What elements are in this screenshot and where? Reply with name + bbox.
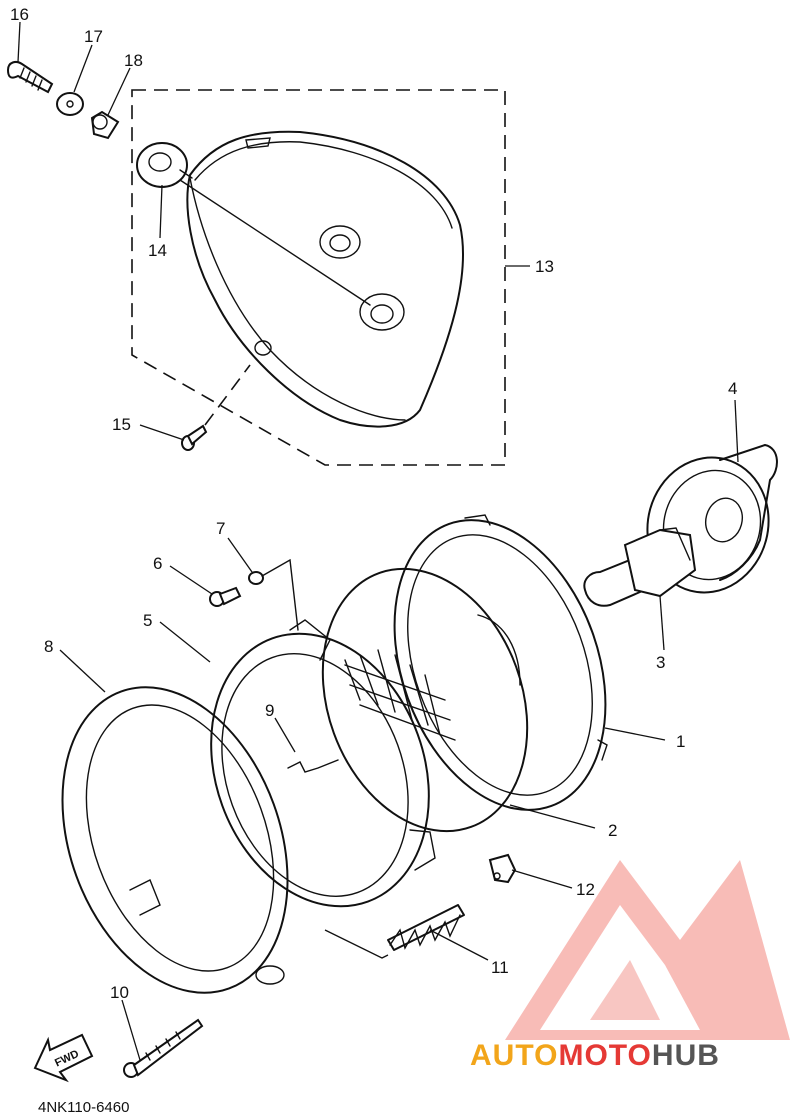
callout-13: 13 [535, 257, 554, 276]
watermark-text: AUTOMOTOHUB [470, 1039, 720, 1072]
watermark-word-auto: AUTO [470, 1039, 558, 1072]
callout-11: 11 [491, 958, 509, 977]
headlight-housing [186, 130, 465, 428]
screw-10 [123, 1018, 204, 1078]
mounting-ring-5 [210, 619, 436, 908]
callout-4: 4 [728, 379, 737, 398]
callout-7: 7 [216, 519, 225, 538]
spring-11 [387, 904, 465, 951]
lens-2 [321, 567, 529, 833]
callout-3: 3 [656, 653, 665, 672]
callout-16: 16 [10, 5, 29, 24]
callout-15: 15 [112, 415, 131, 434]
washer-17 [56, 92, 84, 116]
callout-17: 17 [84, 27, 103, 46]
nut-12 [488, 853, 517, 884]
callout-6: 6 [153, 554, 162, 573]
watermark-word-hub: HUB [652, 1039, 720, 1072]
screw-6 [209, 586, 242, 607]
callout-9: 9 [265, 701, 274, 720]
diagram-part-code: 4NK110-6460 [38, 1099, 129, 1116]
socket-cover-4 [646, 444, 778, 594]
clip-9 [287, 759, 339, 773]
callout-8: 8 [44, 637, 53, 656]
callout-5: 5 [143, 611, 152, 630]
callout-1: 1 [676, 732, 685, 751]
screw-15 [181, 424, 208, 451]
headlight-unit-1 [393, 514, 608, 811]
callout-10: 10 [110, 983, 129, 1002]
group-13-boundary [131, 89, 506, 466]
callout-12: 12 [576, 880, 595, 899]
watermark-word-moto: MOTO [558, 1039, 651, 1072]
washer-7 [248, 571, 264, 585]
callout-14: 14 [148, 241, 167, 260]
fwd-arrow-icon: FWD [33, 1033, 94, 1083]
callout-18: 18 [124, 51, 143, 70]
rim-8 [61, 686, 289, 994]
bulb-3 [583, 527, 697, 607]
watermark-logo [505, 860, 790, 1040]
callout-2: 2 [608, 821, 617, 840]
grommet-14 [136, 142, 193, 188]
collar-18 [90, 110, 120, 140]
bolt-16 [6, 61, 54, 94]
